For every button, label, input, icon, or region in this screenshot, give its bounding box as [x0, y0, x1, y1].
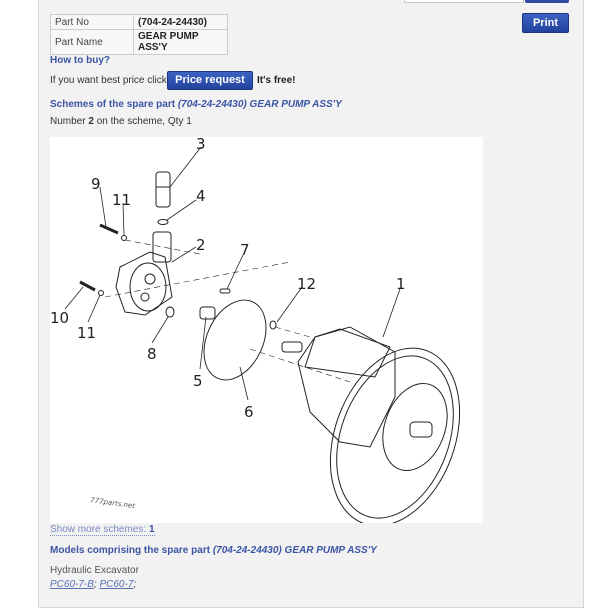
callout-5: 5	[193, 372, 203, 390]
search-button[interactable]	[525, 0, 569, 3]
schemes-heading: Schemes of the spare part (704-24-24430)…	[50, 99, 342, 110]
print-button[interactable]: Print	[522, 13, 569, 33]
callout-3: 3	[196, 137, 206, 153]
callout-7: 7	[240, 241, 250, 259]
model-link[interactable]: PC60-7-B	[50, 579, 94, 590]
callout-4: 4	[196, 187, 206, 205]
scheme-image[interactable]: 3 9 11 4 2 7 12 1 10 11 8 5 6 777parts.n…	[50, 135, 483, 527]
callout-11: 11	[112, 191, 131, 209]
models-heading-text: Models comprising the spare part	[50, 545, 211, 556]
schemes-heading-part: (704-24-24430) GEAR PUMP ASS'Y	[177, 99, 342, 110]
callout-1: 1	[396, 275, 406, 293]
free-text: It's free!	[257, 75, 296, 86]
show-more-schemes-link[interactable]: Show more schemes: 1	[50, 524, 155, 536]
part-name-label: Part Name	[50, 29, 134, 55]
number-suffix: on the scheme, Qty 1	[96, 116, 192, 127]
callout-10: 10	[50, 309, 69, 327]
model-category: Hydraulic Excavator	[50, 565, 139, 576]
callout-12: 12	[297, 275, 316, 293]
model-links: PC60-7-B; PC60-7;	[50, 579, 137, 590]
models-heading-part: (704-24-24430) GEAR PUMP ASS'Y	[212, 545, 377, 556]
number-prefix: Number	[50, 116, 86, 127]
gear-pump-diagram: 3 9 11 4 2 7 12 1 10 11 8 5 6 777parts.n…	[50, 135, 461, 527]
part-no-label: Part No	[50, 14, 134, 30]
show-more-count: 1	[148, 524, 155, 535]
pump-drawing	[64, 146, 461, 527]
table-row: Part No(704-24-24430)	[50, 14, 228, 30]
scheme-number: 2	[88, 116, 94, 127]
model-link[interactable]: PC60-7	[99, 579, 134, 590]
watermark: 777parts.net	[90, 496, 136, 510]
search-input[interactable]	[404, 0, 524, 3]
how-to-buy-heading: How to buy?	[50, 55, 110, 66]
price-hint-text: If you want best price click	[50, 75, 167, 86]
show-more-label: Show more schemes:	[50, 524, 147, 535]
price-request-button[interactable]: Price request	[167, 71, 253, 90]
callout-2: 2	[196, 236, 206, 254]
callout-6: 6	[244, 403, 254, 421]
part-no-value: (704-24-24430)	[133, 14, 228, 30]
schemes-heading-text: Schemes of the spare part	[50, 99, 176, 110]
callout-8: 8	[147, 345, 157, 363]
scheme-number-line: Number 2 on the scheme, Qty 1	[50, 116, 192, 127]
callout-11b: 11	[77, 324, 96, 342]
callout-9: 9	[91, 175, 101, 193]
part-name-value: GEAR PUMP ASS'Y	[133, 29, 228, 55]
models-heading: Models comprising the spare part (704-24…	[50, 545, 377, 556]
